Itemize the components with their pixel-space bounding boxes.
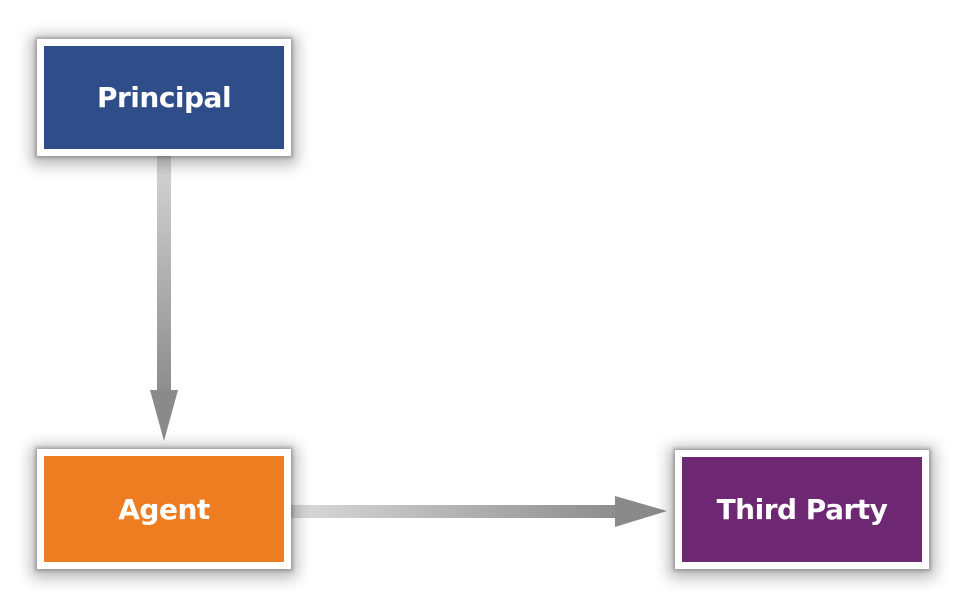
arrow-principal-to-agent-head: [150, 390, 178, 441]
arrow-agent-to-third-party-head: [615, 496, 667, 527]
arrow-principal-to-agent: [150, 156, 178, 441]
arrow-agent-to-third-party-shaft: [291, 505, 629, 518]
third-party-box: Third Party: [675, 450, 929, 569]
third-party-label: Third Party: [716, 493, 888, 526]
principal-box: Principal: [37, 39, 291, 156]
arrow-agent-to-third-party: [291, 496, 667, 527]
agent-label: Agent: [118, 492, 210, 526]
agent-box: Agent: [37, 449, 291, 569]
principal-label: Principal: [96, 81, 232, 114]
arrow-principal-to-agent-shaft: [157, 156, 171, 400]
